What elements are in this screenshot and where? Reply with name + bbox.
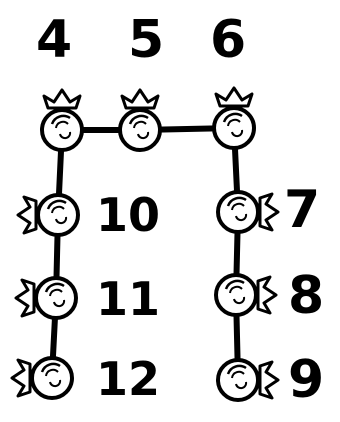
label-9: 9 [288, 354, 324, 406]
label-11: 11 [96, 276, 160, 322]
bead-5 [120, 90, 160, 150]
bead-4 [42, 90, 82, 150]
label-10: 10 [96, 192, 160, 238]
bead-9 [218, 360, 278, 400]
label-6: 6 [210, 14, 246, 66]
label-12: 12 [96, 356, 160, 402]
bead-8 [216, 275, 276, 315]
bead-10 [18, 195, 78, 235]
bead-11 [16, 278, 76, 318]
bond-lines [52, 128, 238, 378]
label-8: 8 [288, 270, 324, 322]
bead-6 [214, 88, 254, 148]
label-4: 4 [36, 14, 72, 66]
bead-7 [218, 192, 278, 232]
bead-12 [12, 358, 72, 398]
label-5: 5 [128, 14, 164, 66]
label-7: 7 [284, 184, 320, 236]
